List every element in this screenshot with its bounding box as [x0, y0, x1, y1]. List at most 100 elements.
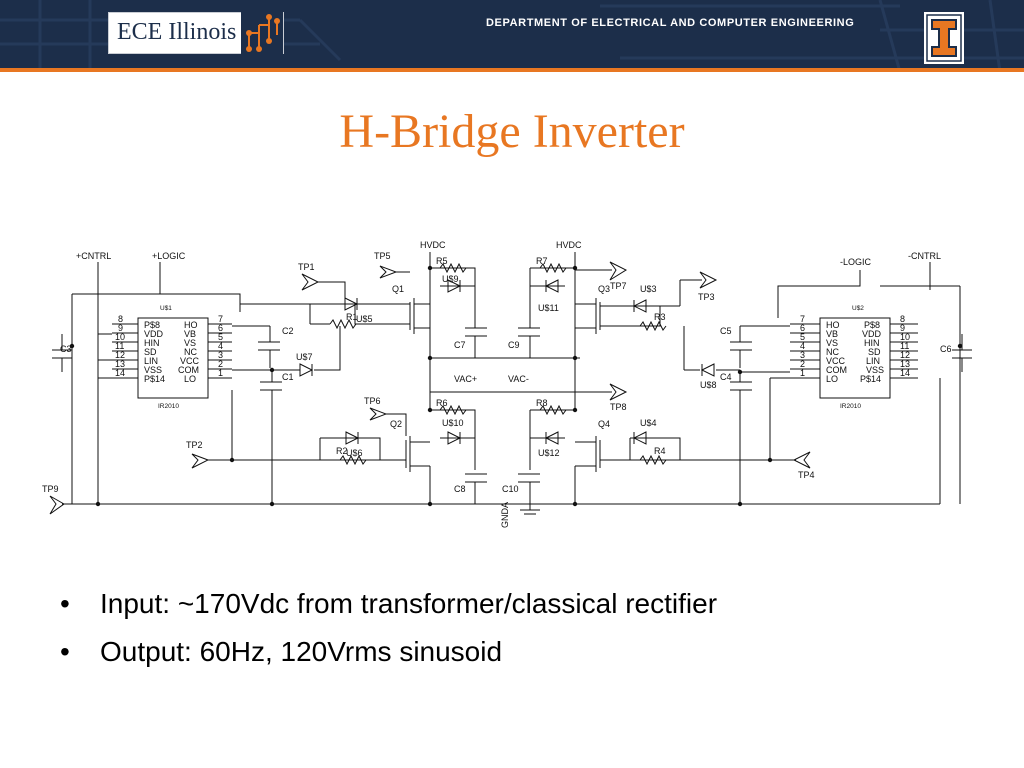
- resistor-r5-label: R5: [436, 256, 448, 266]
- capacitor-c5-label: C5: [720, 326, 732, 336]
- department-name: DEPARTMENT OF ELECTRICAL AND COMPUTER EN…: [486, 17, 855, 29]
- capacitor-c7-label: C7: [454, 340, 466, 350]
- pin-name: SD: [144, 347, 157, 357]
- test-point-tp7-label: TP7: [610, 281, 627, 291]
- h-bridge-schematic: +CNTRL +LOGIC HVDC HVDC -LOGIC -CNTRL VA…: [42, 240, 972, 528]
- diode-u7-label: U$7: [296, 352, 313, 362]
- diode-u9-label: U$9: [442, 274, 459, 284]
- pin-num: 14: [115, 368, 125, 378]
- capacitor-c6-label: C6: [940, 344, 952, 354]
- diode-u10-label: U$10: [442, 418, 464, 428]
- pin-name: VDD: [862, 329, 882, 339]
- pin-num: 2: [218, 359, 223, 369]
- diode-u6-label: U$6: [346, 448, 363, 458]
- diode-u12-label: U$12: [538, 448, 560, 458]
- transistor-q1-label: Q1: [392, 284, 404, 294]
- pin-name: P$8: [144, 320, 160, 330]
- test-point-tp3-label: TP3: [698, 292, 715, 302]
- pin-name: LIN: [144, 356, 158, 366]
- ece-illinois-logo: ECE Illinois: [108, 11, 284, 55]
- pin-name: HIN: [144, 338, 160, 348]
- pin-num: 2: [800, 359, 805, 369]
- pin-num: 12: [115, 350, 125, 360]
- test-point-tp4-label: TP4: [798, 470, 815, 480]
- pin-name: VSS: [866, 365, 884, 375]
- slide-title: H-Bridge Inverter: [339, 105, 685, 158]
- bullet-text: Input: ~170Vdc from transformer/classica…: [100, 588, 718, 619]
- circuit-logo-icon: [241, 11, 283, 55]
- bullet-text: Output: 60Hz, 120Vrms sinusoid: [100, 636, 503, 667]
- slide-header: ECE Illinois DEPARTMENT OF ELECTRICAL AN…: [0, 0, 1024, 72]
- pin-num: 10: [115, 332, 125, 342]
- transistor-q2-label: Q2: [390, 419, 402, 429]
- pin-num: 7: [800, 314, 805, 324]
- pin-num: 9: [118, 323, 123, 333]
- pin-num: 5: [218, 332, 223, 342]
- pin-num: 5: [800, 332, 805, 342]
- pin-name: HO: [184, 320, 198, 330]
- net-label-logic-pos: +LOGIC: [152, 251, 186, 261]
- net-label-cntrl-pos: +CNTRL: [76, 251, 111, 261]
- bullet-list: • Input: ~170Vdc from transformer/classi…: [60, 580, 717, 676]
- pin-num: 14: [900, 368, 910, 378]
- pin-name: VCC: [180, 356, 200, 366]
- pin-name: VS: [184, 338, 196, 348]
- pin-name: NC: [826, 347, 839, 357]
- pin-num: 6: [218, 323, 223, 333]
- net-label-hvdc-left: HVDC: [420, 240, 446, 250]
- pin-num: 1: [218, 368, 223, 378]
- pin-num: 9: [900, 323, 905, 333]
- logo-text: ECE Illinois: [117, 19, 237, 45]
- pin-name: LO: [826, 374, 838, 384]
- bullet-marker: •: [60, 588, 70, 619]
- resistor-r7-label: R7: [536, 256, 548, 266]
- pin-name: P$8: [864, 320, 880, 330]
- pin-num: 3: [218, 350, 223, 360]
- pin-name: VCC: [826, 356, 846, 366]
- pin-num: 12: [900, 350, 910, 360]
- pin-num: 8: [118, 314, 123, 324]
- pin-name: P$14: [860, 374, 881, 384]
- header-accent-rule: [0, 68, 1024, 72]
- diode-u8-label: U$8: [700, 380, 717, 390]
- capacitor-c4-label: C4: [720, 372, 732, 382]
- pin-name: NC: [184, 347, 197, 357]
- net-label-vac-pos: VAC+: [454, 374, 477, 384]
- capacitor-c3-label: C3: [60, 344, 72, 354]
- pin-name: SD: [868, 347, 881, 357]
- capacitor-c8-label: C8: [454, 484, 466, 494]
- chip-u2-body: [819, 317, 891, 399]
- bullet-marker: •: [60, 636, 70, 667]
- pin-num: 11: [115, 341, 124, 351]
- chip-u2-ref: U$2: [852, 305, 864, 312]
- capacitor-c1-label: C1: [282, 372, 294, 382]
- pin-num: 8: [900, 314, 905, 324]
- bullet-item: • Output: 60Hz, 120Vrms sinusoid: [60, 628, 717, 676]
- net-label-logic-neg: -LOGIC: [840, 257, 872, 267]
- net-label-hvdc-right: HVDC: [556, 240, 582, 250]
- chip-u2-pins: 7 6 5 4 3 2 1 HO VB VS NC VCC COM LO P$8…: [800, 314, 910, 384]
- diode-u4-label: U$4: [640, 418, 657, 428]
- test-point-tp6-label: TP6: [364, 396, 381, 406]
- chip-u1-body: [137, 317, 209, 399]
- pin-num: 13: [900, 359, 910, 369]
- pin-name: COM: [826, 365, 847, 375]
- capacitor-c10-label: C10: [502, 484, 519, 494]
- pin-num: 3: [800, 350, 805, 360]
- block-i-logo-icon: [924, 12, 964, 64]
- test-point-tp2-label: TP2: [186, 440, 203, 450]
- diode-u3-label: U$3: [640, 284, 657, 294]
- pin-num: 13: [115, 359, 125, 369]
- pin-name: P$14: [144, 374, 165, 384]
- pin-num: 4: [800, 341, 805, 351]
- pin-num: 4: [218, 341, 223, 351]
- net-label-gnd: GNDA: [500, 502, 510, 528]
- pin-name: VB: [826, 329, 838, 339]
- resistor-r8-label: R8: [536, 398, 548, 408]
- resistor-r2-label: R2: [336, 446, 348, 456]
- test-point-tp9-label: TP9: [42, 484, 59, 494]
- resistor-r6-label: R6: [436, 398, 448, 408]
- transistor-q3-label: Q3: [598, 284, 610, 294]
- pin-name: HIN: [864, 338, 880, 348]
- chip-u1-pins: 8 9 10 11 12 13 14 P$8 VDD HIN SD LIN VS…: [115, 314, 223, 384]
